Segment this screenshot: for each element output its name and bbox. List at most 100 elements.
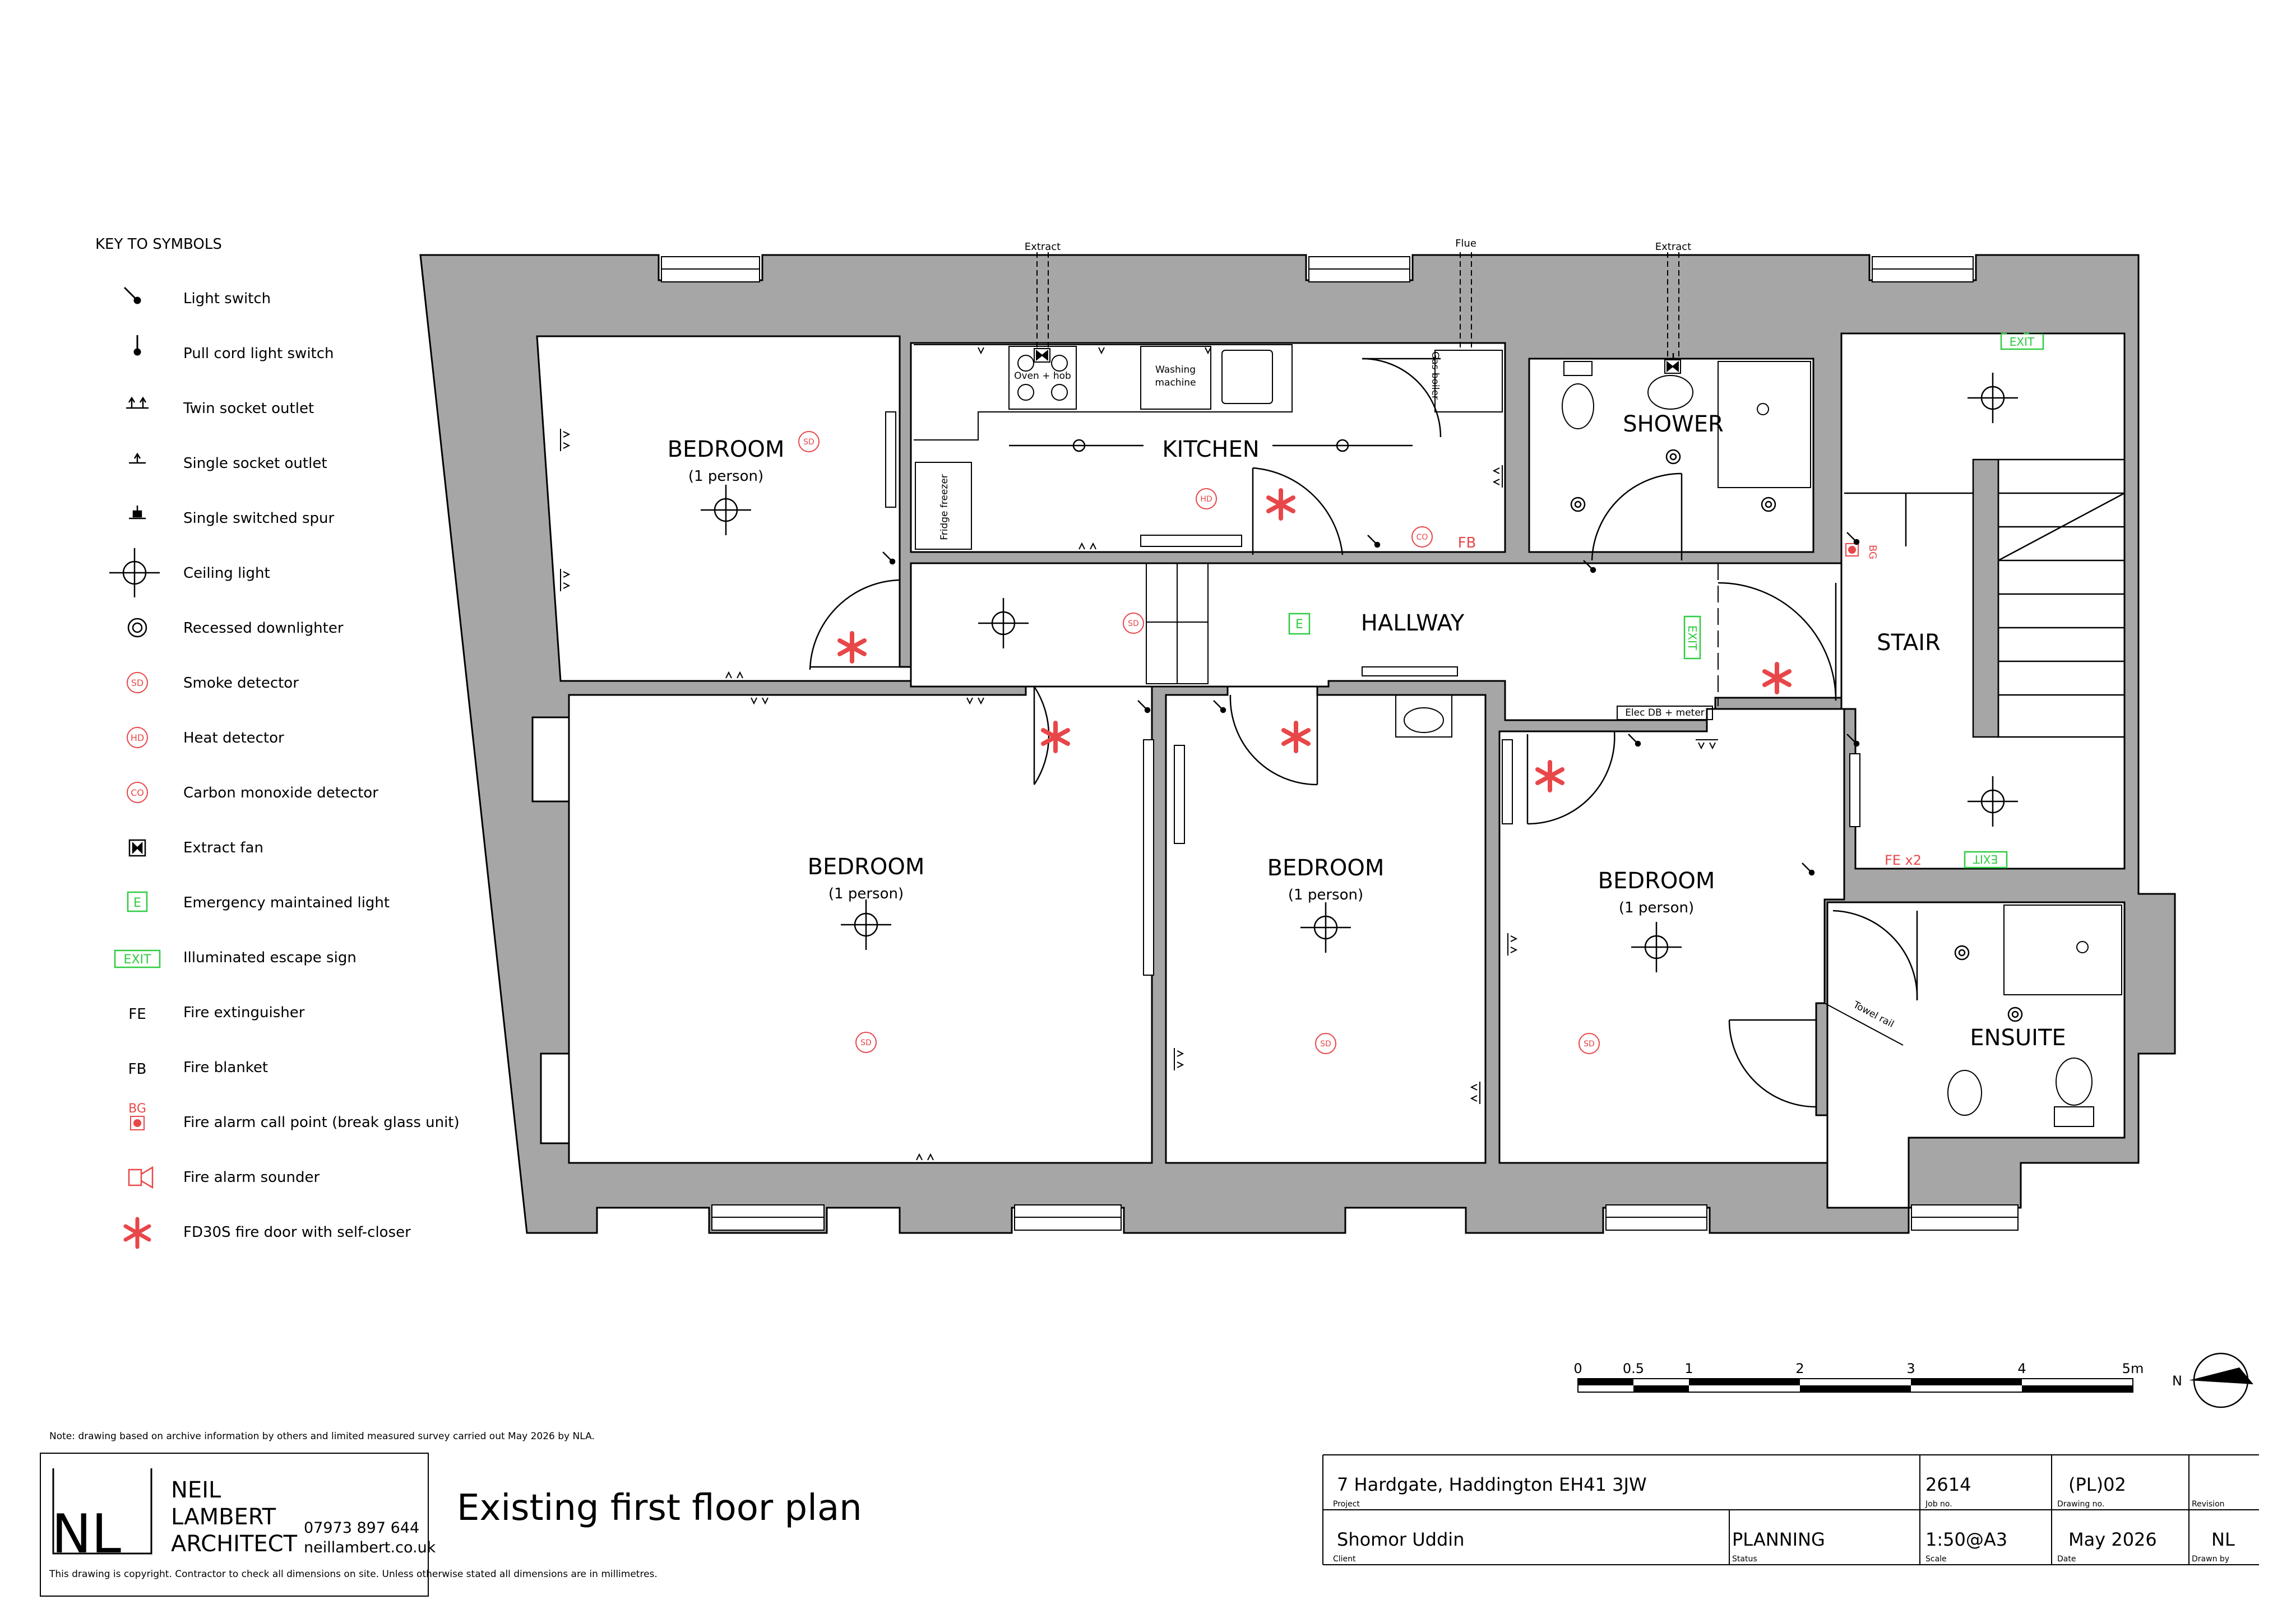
ensuite-basin [1947, 1070, 1982, 1116]
fire-blanket-label: FB [1458, 535, 1476, 551]
svg-text:EXIT: EXIT [1686, 625, 1699, 651]
svg-text:SD: SD [1128, 619, 1139, 628]
extract-fan-icon [1664, 359, 1681, 374]
landing-grille [1146, 563, 1209, 684]
pull-cord-icon [133, 335, 141, 356]
key-label: Fire extinguisher [183, 1004, 305, 1021]
svg-text:1:50@A3: 1:50@A3 [1925, 1529, 2007, 1550]
door-swing [1591, 472, 1682, 561]
ceiling-light-icon [701, 485, 751, 535]
ensuite-toilet [2056, 1058, 2093, 1106]
smoke-detector-icon: SD [1315, 1033, 1336, 1054]
ceiling-light-icon [109, 548, 160, 597]
key-label: Fire blanket [183, 1059, 268, 1076]
door-swing [1832, 910, 1918, 1001]
door-swing [809, 579, 900, 670]
svg-text:7 Hardgate, Haddington EH41 3J: 7 Hardgate, Haddington EH41 3JW [1337, 1474, 1647, 1495]
room-labels: BEDROOM (1 person) KITCHEN SHOWER HALLWA… [668, 411, 2066, 1051]
key-label: Emergency maintained light [183, 894, 390, 911]
ceiling-light-icon [841, 899, 891, 950]
ensuite-shower [2003, 905, 2122, 995]
svg-text:0: 0 [1573, 1361, 1582, 1376]
key-label: FD30S fire door with self-closer [183, 1224, 411, 1241]
downlighters [1570, 449, 2023, 1022]
room-name: BEDROOM [668, 437, 785, 462]
svg-text:5m: 5m [2122, 1361, 2144, 1376]
twin-socket-icon [1696, 739, 1718, 750]
svg-text:NEIL: NEIL [171, 1477, 221, 1503]
twin-socket-icon [1076, 542, 1099, 553]
twin-socket-icon [964, 694, 987, 705]
svg-text:Project: Project [1333, 1500, 1360, 1509]
gas-boiler-label: Gas boiler [1429, 351, 1441, 400]
ceiling-lights [701, 373, 2018, 972]
extract-fan-icon [1034, 348, 1050, 363]
windows [661, 256, 2019, 1231]
fire-door-icon [837, 631, 867, 664]
svg-text:CO: CO [1417, 533, 1428, 542]
room-sub: (1 person) [828, 885, 904, 902]
key-label: Pull cord light switch [183, 345, 334, 362]
twin-socket-icon [126, 396, 149, 409]
svg-text:HD: HD [1200, 495, 1212, 504]
co-detector-icon: CO [127, 782, 148, 803]
sockets [560, 344, 1718, 1163]
key-label: Recessed downlighter [183, 620, 344, 637]
room-sub: (1 person) [688, 468, 763, 485]
smoke-detector-icon: SD [1123, 613, 1144, 634]
ceiling-light-icon [1300, 902, 1351, 953]
svg-text:BG: BG [128, 1102, 146, 1116]
call-point-icon: BG [128, 1102, 146, 1130]
logo-mark: NL [52, 1504, 121, 1565]
svg-text:NL: NL [2211, 1529, 2235, 1550]
key-label: Extract fan [183, 840, 263, 856]
light-switch-icon [1367, 535, 1381, 548]
key-title: KEY TO SYMBOLS [95, 236, 222, 253]
single-socket-icon [973, 344, 989, 355]
ceiling-light-icon [1272, 439, 1413, 452]
call-point-icon: BG [1845, 543, 1878, 559]
drawing-note: Note: drawing based on archive informati… [49, 1431, 595, 1442]
fridge-freezer [915, 462, 972, 550]
svg-text:neillambert.co.uk: neillambert.co.uk [304, 1539, 436, 1556]
bedroom1-floor [536, 335, 912, 682]
room-name: ENSUITE [1970, 1025, 2066, 1051]
exit-sign-icon: EXIT [1683, 615, 1701, 660]
light-switch-icon [1137, 700, 1151, 713]
key-to-symbols: KEY TO SYMBOLS SD HD [95, 236, 460, 1249]
svg-text:CO: CO [131, 787, 144, 798]
key-label: Fire alarm sounder [183, 1169, 320, 1186]
svg-text:BG: BG [1867, 545, 1878, 559]
twin-socket-icon [723, 671, 746, 681]
svg-text:Date: Date [2057, 1555, 2076, 1564]
svg-text:ARCHITECT: ARCHITECT [171, 1531, 298, 1557]
twin-socket-icon [560, 569, 571, 591]
svg-text:E: E [133, 896, 141, 910]
room-name: HALLWAY [1361, 610, 1465, 636]
svg-text:2614: 2614 [1925, 1474, 1971, 1495]
key-label: Twin socket outlet [183, 400, 314, 417]
single-socket-icon [1200, 344, 1216, 355]
door-swing [1527, 731, 1615, 825]
kitchen-counter [1140, 535, 1242, 547]
room-name: SHOWER [1623, 411, 1724, 437]
key-label: Smoke detector [183, 675, 299, 692]
ceiling-light-icon [978, 598, 1029, 648]
room-name: STAIR [1877, 630, 1941, 656]
twin-socket-icon [1470, 1082, 1480, 1104]
svg-text:Client: Client [1333, 1555, 1356, 1564]
extract-label: Extract [1025, 241, 1061, 253]
svg-text:May 2026: May 2026 [2068, 1529, 2157, 1550]
fire-doors [837, 488, 1792, 792]
svg-text:Status: Status [1732, 1555, 1757, 1564]
svg-text:E: E [1295, 618, 1303, 632]
fire-door-icon [1281, 721, 1311, 753]
light-switch-icon [1583, 560, 1596, 573]
key-label: Carbon monoxide detector [183, 785, 378, 801]
stair-flight [1844, 458, 2126, 738]
title-block: 7 Hardgate, Haddington EH41 3JW Project … [1322, 1454, 2259, 1565]
fire-extinguisher-label: FE x2 [1885, 852, 1922, 868]
svg-text:EXIT: EXIT [2010, 335, 2035, 349]
key-label: Fire alarm call point (break glass unit) [183, 1114, 460, 1131]
